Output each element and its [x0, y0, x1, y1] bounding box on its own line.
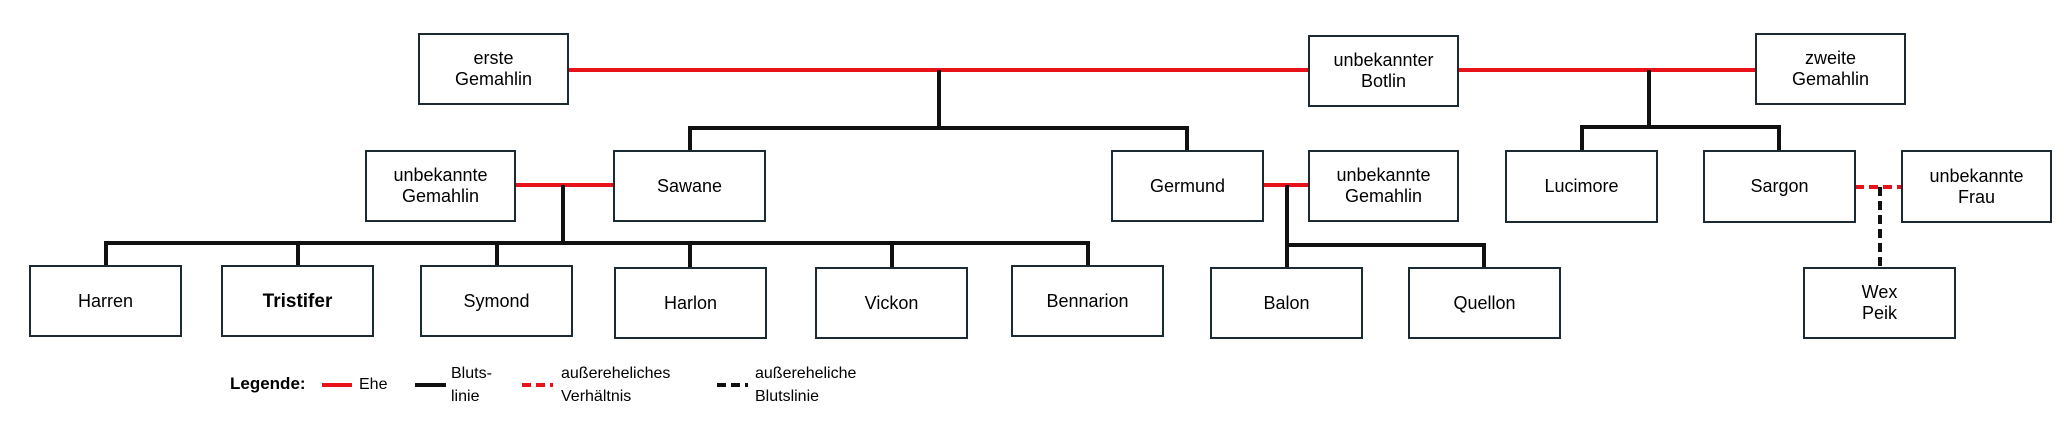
legend-extramarital-relation-label: außereheliches Verhältnis — [561, 365, 671, 405]
person-unbekannte-gemahlin-germund: unbekannte Gemahlin — [1308, 150, 1459, 222]
person-balon: Balon — [1210, 267, 1363, 339]
legend-title: Legende: — [230, 374, 306, 393]
person-lucimore: Lucimore — [1505, 150, 1658, 223]
person-vickon: Vickon — [815, 267, 968, 339]
bloodlines — [104, 70, 1781, 267]
person-unbekannte-frau: unbekannte Frau — [1901, 150, 2052, 223]
bloodline-balon-quellon-bar — [1287, 243, 1486, 267]
person-unbekannte-gemahlin-sawane: unbekannte Gemahlin — [365, 150, 516, 222]
legend-marriage-label: Ehe — [359, 376, 388, 393]
person-unbekannter-botlin: unbekannter Botlin — [1308, 35, 1459, 107]
person-sargon: Sargon — [1703, 150, 1856, 223]
person-symond: Symond — [420, 265, 573, 337]
person-quellon: Quellon — [1408, 267, 1561, 339]
person-harren: Harren — [29, 265, 182, 337]
person-sawane: Sawane — [613, 150, 766, 222]
legend-extramarital-bloodline-label: außereheliche Blutslinie — [755, 365, 857, 405]
person-bennarion: Bennarion — [1011, 265, 1164, 337]
bloodline-sawane-germund-bar — [688, 126, 1189, 150]
person-tristifer: Tristifer — [221, 265, 374, 337]
bloodline-lucimore-sargon-bar — [1580, 125, 1781, 150]
person-germund: Germund — [1111, 150, 1264, 222]
person-erste-gemahlin: erste Gemahlin — [418, 33, 569, 105]
bloodline-sawane-children-bar — [104, 241, 1090, 265]
person-wex-peik: Wex Peik — [1803, 267, 1956, 339]
person-zweite-gemahlin: zweite Gemahlin — [1755, 33, 1906, 105]
legend-bloodline-label: Bluts- linie — [451, 365, 492, 405]
person-harlon: Harlon — [614, 267, 767, 339]
